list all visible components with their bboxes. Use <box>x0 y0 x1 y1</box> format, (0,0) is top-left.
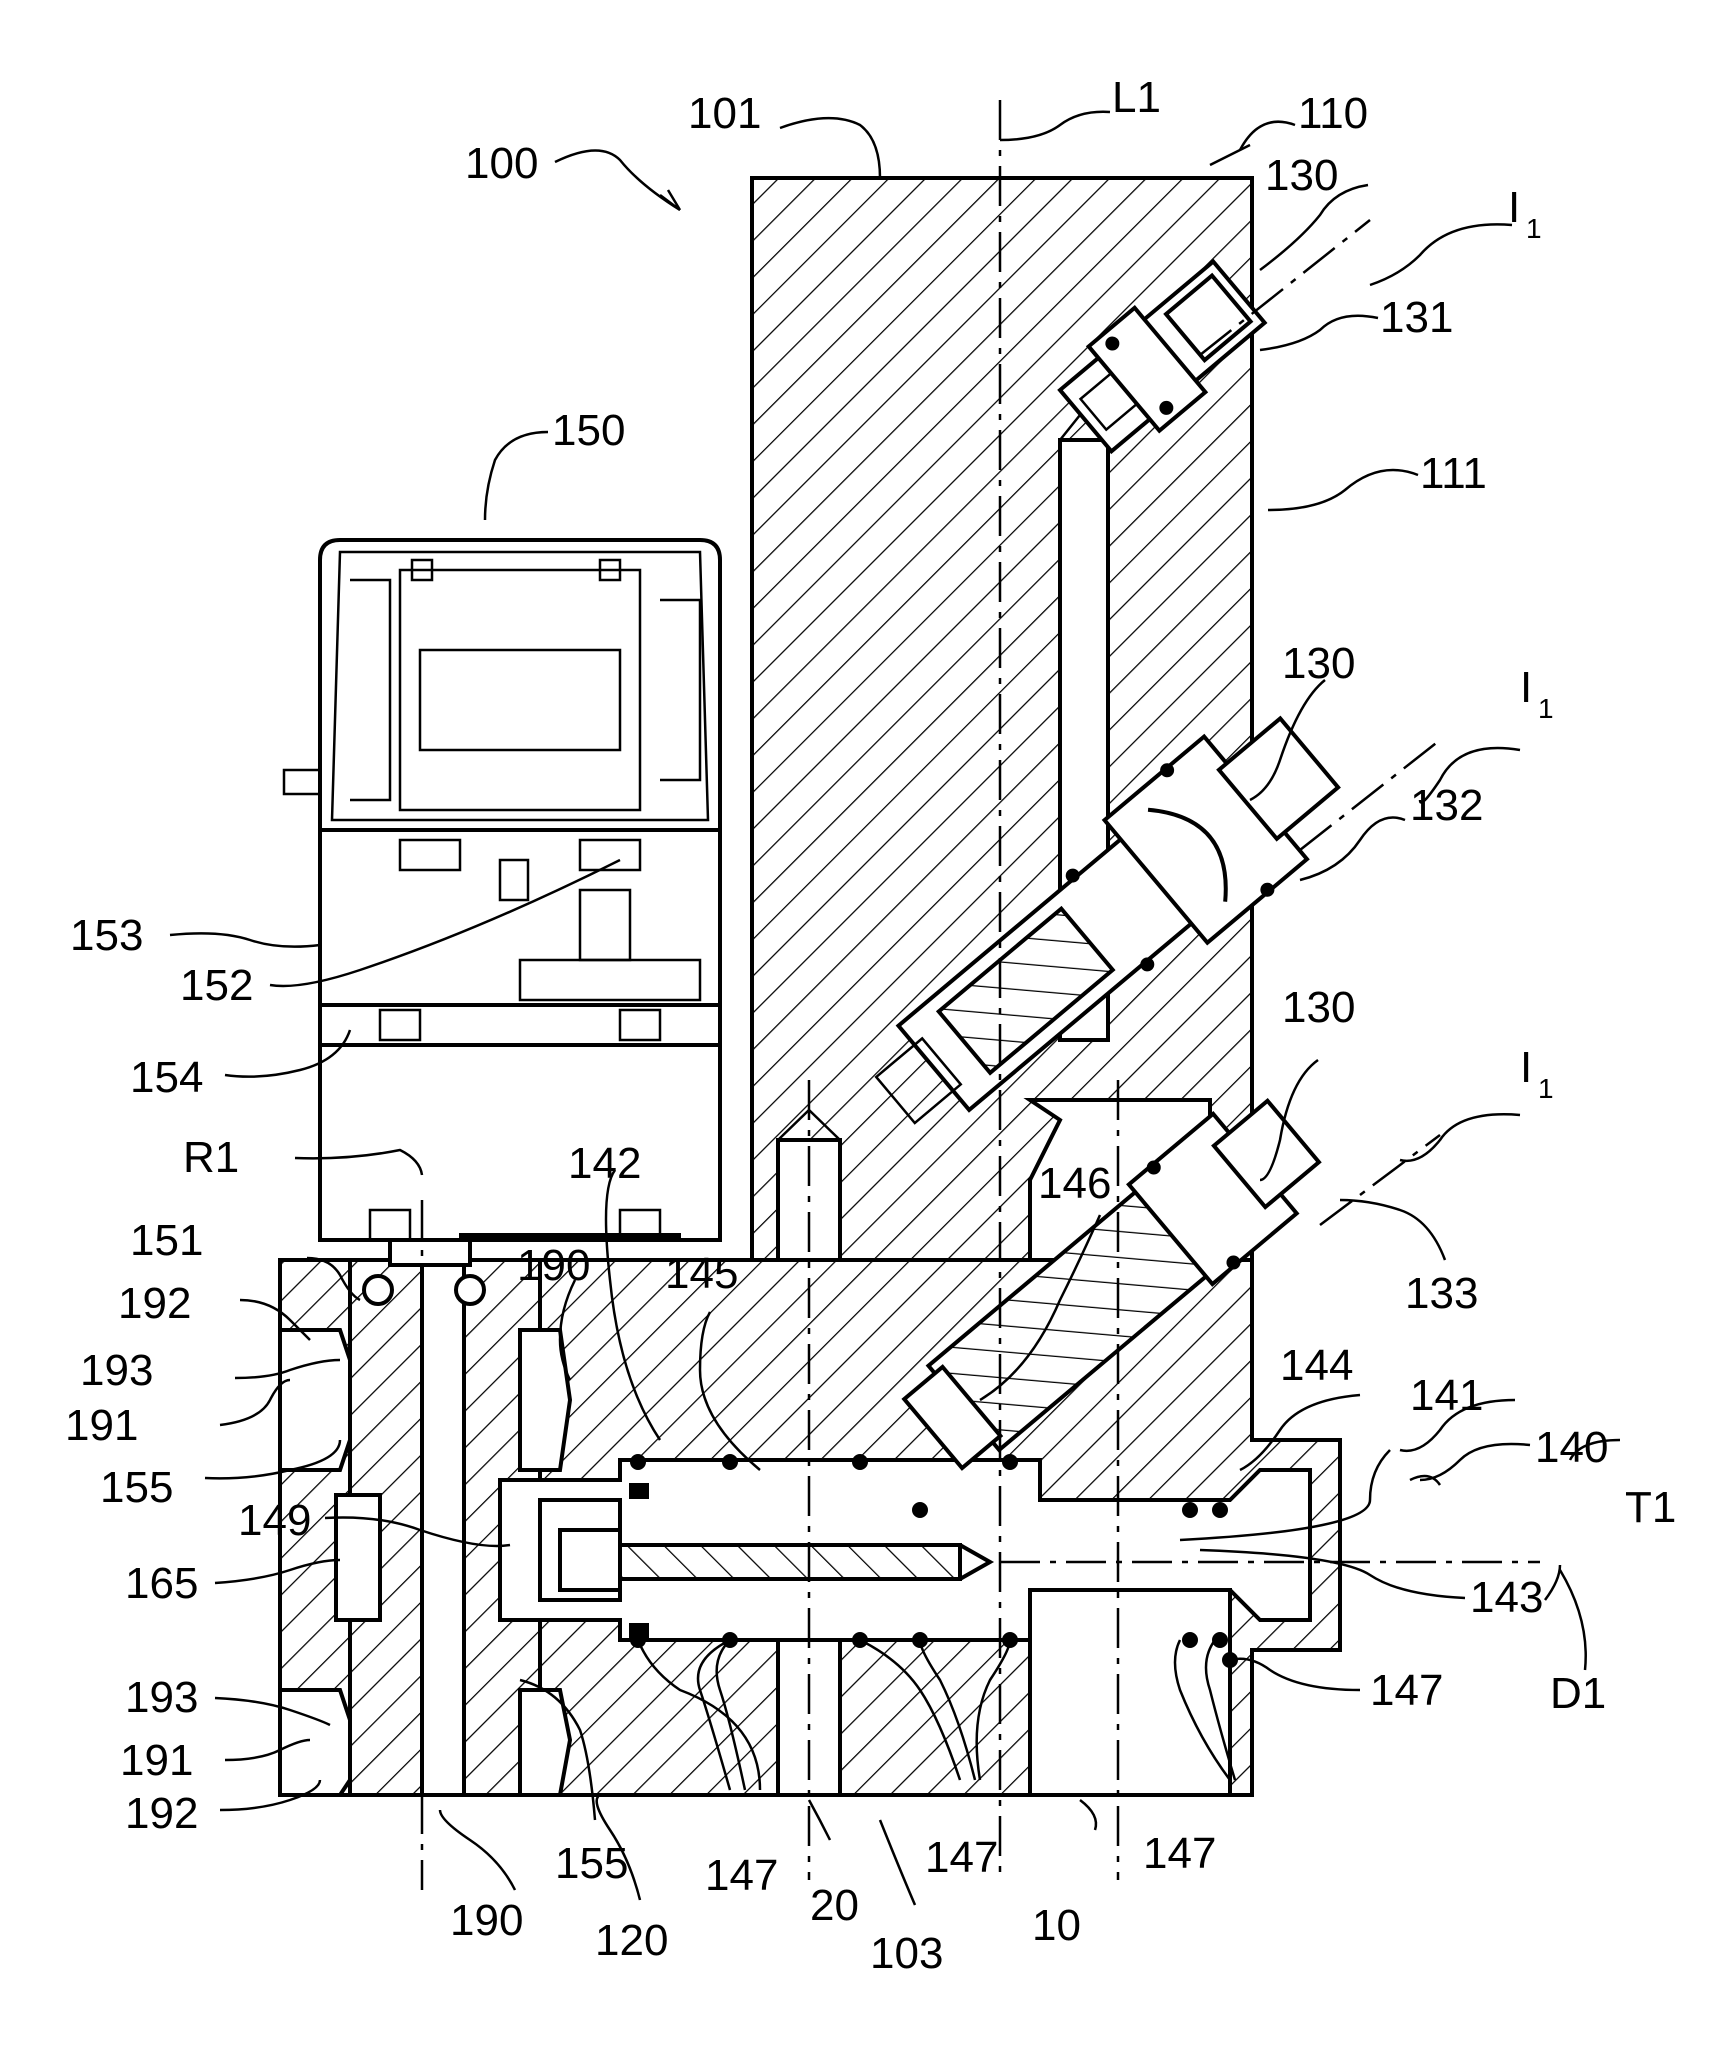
label-I1-low-sub: 1 <box>1538 1073 1554 1104</box>
label-190-top: 190 <box>517 1241 590 1290</box>
label-193-bottom: 193 <box>125 1673 198 1722</box>
label-150: 150 <box>552 406 625 455</box>
label-I1-low: I <box>1520 1043 1532 1092</box>
label-I1-mid-sub: 1 <box>1538 693 1554 724</box>
label-101: 101 <box>688 89 761 138</box>
label-142: 142 <box>568 1139 641 1188</box>
label-T1: T1 <box>1625 1483 1676 1532</box>
label-I1-top: I <box>1508 183 1520 232</box>
label-165: 165 <box>125 1559 198 1608</box>
label-153: 153 <box>70 911 143 960</box>
label-L1: L1 <box>1112 73 1161 122</box>
label-155-top: 155 <box>100 1463 173 1512</box>
label-193-top: 193 <box>80 1346 153 1395</box>
label-147-left: 147 <box>705 1851 778 1900</box>
label-147-far-right: 147 <box>1143 1829 1216 1878</box>
label-100: 100 <box>465 139 538 188</box>
label-190-bottom: 190 <box>450 1896 523 1945</box>
label-I1-top-sub: 1 <box>1526 213 1542 244</box>
label-111: 111 <box>1420 449 1487 498</box>
label-155-bottom: 155 <box>555 1839 628 1888</box>
label-130-low: 130 <box>1282 983 1355 1032</box>
label-103: 103 <box>870 1929 943 1978</box>
label-141: 141 <box>1410 1371 1483 1420</box>
label-133: 133 <box>1405 1269 1478 1318</box>
label-R1: R1 <box>183 1133 239 1182</box>
label-140: 140 <box>1535 1423 1608 1472</box>
label-145: 145 <box>665 1249 738 1298</box>
label-131: 131 <box>1380 293 1453 342</box>
label-110: 110 <box>1298 89 1368 138</box>
label-130-top: 130 <box>1265 151 1338 200</box>
label-20: 20 <box>810 1881 859 1930</box>
label-152: 152 <box>180 961 253 1010</box>
label-192-top: 192 <box>118 1279 191 1328</box>
label-143: 143 <box>1470 1573 1543 1622</box>
label-191-top: 191 <box>65 1401 138 1450</box>
label-132: 132 <box>1410 781 1483 830</box>
label-120: 120 <box>595 1916 668 1965</box>
label-149: 149 <box>238 1496 311 1545</box>
label-146: 146 <box>1038 1159 1111 1208</box>
label-130-mid: 130 <box>1282 639 1355 688</box>
label-192-bottom: 192 <box>125 1789 198 1838</box>
label-147-center: 147 <box>925 1833 998 1882</box>
label-D1: D1 <box>1550 1669 1606 1718</box>
label-154: 154 <box>130 1053 203 1102</box>
label-147-right: 147 <box>1370 1666 1443 1715</box>
label-151: 151 <box>130 1216 203 1265</box>
label-191-bottom: 191 <box>120 1736 193 1785</box>
label-144: 144 <box>1280 1341 1353 1390</box>
label-10: 10 <box>1032 1901 1081 1950</box>
label-I1-mid: I <box>1520 663 1532 712</box>
